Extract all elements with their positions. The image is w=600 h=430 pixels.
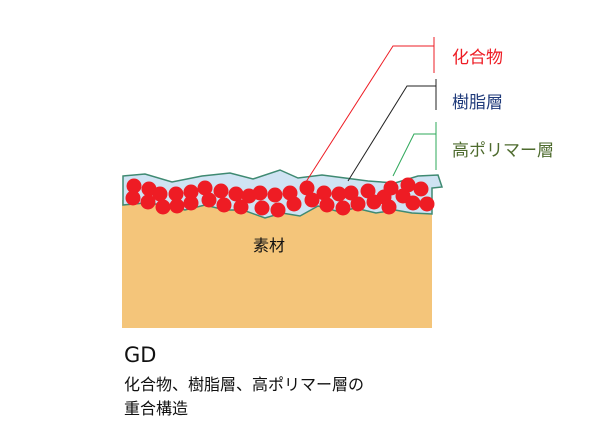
compound-particle [335, 200, 351, 216]
compound-particle [216, 197, 232, 213]
compound-particle [125, 190, 141, 206]
caption-title: GD [124, 343, 157, 367]
compound-particle [350, 196, 366, 212]
compound-particle [405, 195, 421, 211]
compound-particle [228, 186, 244, 202]
compound-particle [254, 200, 270, 216]
compound-particle [381, 199, 397, 215]
compound-particle [201, 192, 217, 208]
compound-particle [383, 180, 399, 196]
compound-particle [304, 192, 320, 208]
compound-particles [125, 177, 435, 218]
compound-particle [155, 199, 171, 215]
compound-particle [270, 202, 286, 218]
compound-particle [286, 196, 302, 212]
compound-particle [233, 199, 249, 215]
compound-particle [213, 183, 229, 199]
compound-particle [126, 178, 142, 194]
compound-particle [168, 186, 184, 202]
compound-particle [343, 185, 359, 201]
compound-particle [183, 195, 199, 211]
compound-particle [319, 197, 335, 213]
compound-particle [316, 185, 332, 201]
compound-particle [252, 185, 268, 201]
compound-particle [413, 181, 429, 197]
resin-layer-label: 樹脂層 [452, 93, 503, 113]
compound-leader-line [303, 45, 434, 186]
compound-particle [183, 184, 199, 200]
caption-line-2: 重合構造 [124, 399, 189, 418]
compound-particle [299, 180, 315, 196]
compound-particle [360, 183, 376, 199]
compound-particle [331, 186, 347, 202]
compound-particle [400, 177, 416, 193]
polymer-leader-line [392, 133, 436, 177]
substrate-block [122, 200, 432, 328]
compound-particle [169, 198, 185, 214]
compound-particle [152, 186, 168, 202]
compound-particle [140, 194, 156, 210]
substrate-label: 素材 [253, 236, 286, 255]
compound-label: 化合物 [452, 48, 503, 68]
high-polymer-layer-label: 高ポリマー層 [452, 141, 554, 161]
compound-particle [419, 196, 435, 212]
resin-leader-line [347, 85, 436, 182]
compound-particle [197, 180, 213, 196]
compound-particle [267, 187, 283, 203]
caption-line-1: 化合物、樹脂層、高ポリマー層の [124, 375, 365, 394]
